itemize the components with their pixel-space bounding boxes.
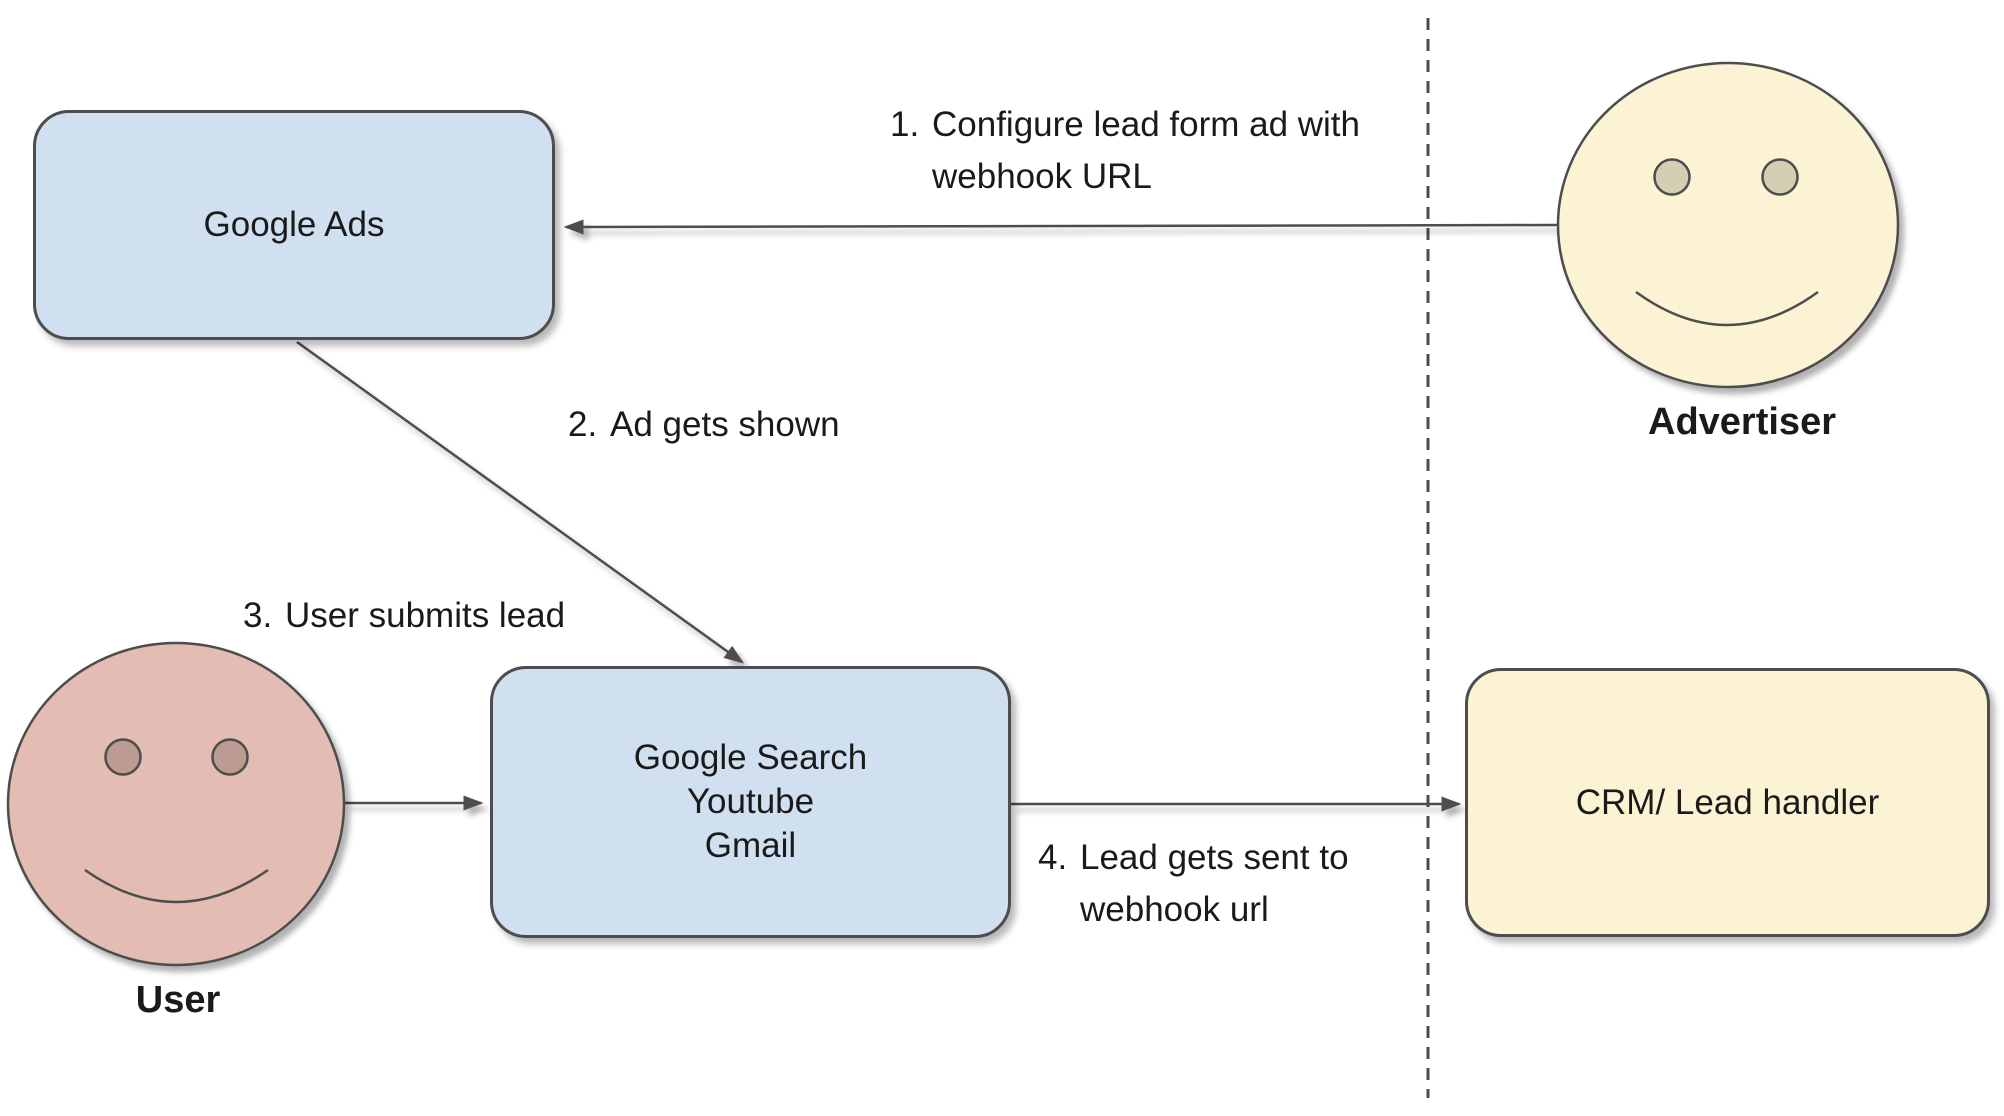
google-channels-line-3: Gmail: [704, 826, 797, 865]
google-channels-line-2: Youtube: [686, 782, 815, 821]
step-4-annotation: 4. Lead gets sent to webhook url: [1038, 832, 1349, 936]
advertiser-face-circle: [1556, 61, 1900, 389]
advertiser-right-eye: [1761, 158, 1799, 196]
step-3-text: User submits lead: [285, 596, 566, 635]
user-smile: [84, 868, 269, 904]
arrow-configure-lead-form: [563, 219, 1559, 235]
user-right-eye: [211, 738, 249, 776]
advertiser-face-icon: [1556, 61, 1900, 389]
google-ads-box: Google Ads: [33, 110, 555, 340]
google-channels-box: Google Search Youtube Gmail: [490, 666, 1011, 938]
google-channels-line-1: Google Search: [633, 738, 868, 777]
advertiser-smile: [1635, 290, 1819, 327]
user-actor-label: User: [135, 979, 221, 1021]
user-face-circle: [6, 641, 346, 967]
step-3-annotation: 3. User submits lead: [243, 590, 565, 642]
step-2-annotation: 2. Ad gets shown: [568, 399, 840, 451]
arrow-ad-gets-shown: [296, 340, 745, 664]
step-1-annotation: 1. Configure lead form ad with webhook U…: [890, 99, 1360, 203]
step-1-text: Configure lead form ad with webhook URL: [932, 105, 1360, 196]
step-4-number: 4.: [1038, 838, 1068, 877]
advertiser-actor-label: Advertiser: [1648, 401, 1836, 443]
step-3-number: 3.: [243, 596, 273, 635]
user-left-eye: [104, 738, 142, 776]
google-ads-box-label: Google Ads: [203, 205, 385, 244]
advertiser-left-eye: [1653, 158, 1691, 196]
connector-arrows: [296, 219, 1559, 812]
crm-box: CRM/ Lead handler: [1465, 668, 1990, 937]
crm-box-label: CRM/ Lead handler: [1575, 782, 1880, 822]
step-2-text: Ad gets shown: [610, 405, 840, 444]
step-1-number: 1.: [890, 105, 920, 144]
user-face-icon: [6, 641, 346, 967]
step-2-number: 2.: [568, 405, 598, 444]
step-4-text: Lead gets sent to webhook url: [1080, 838, 1349, 929]
